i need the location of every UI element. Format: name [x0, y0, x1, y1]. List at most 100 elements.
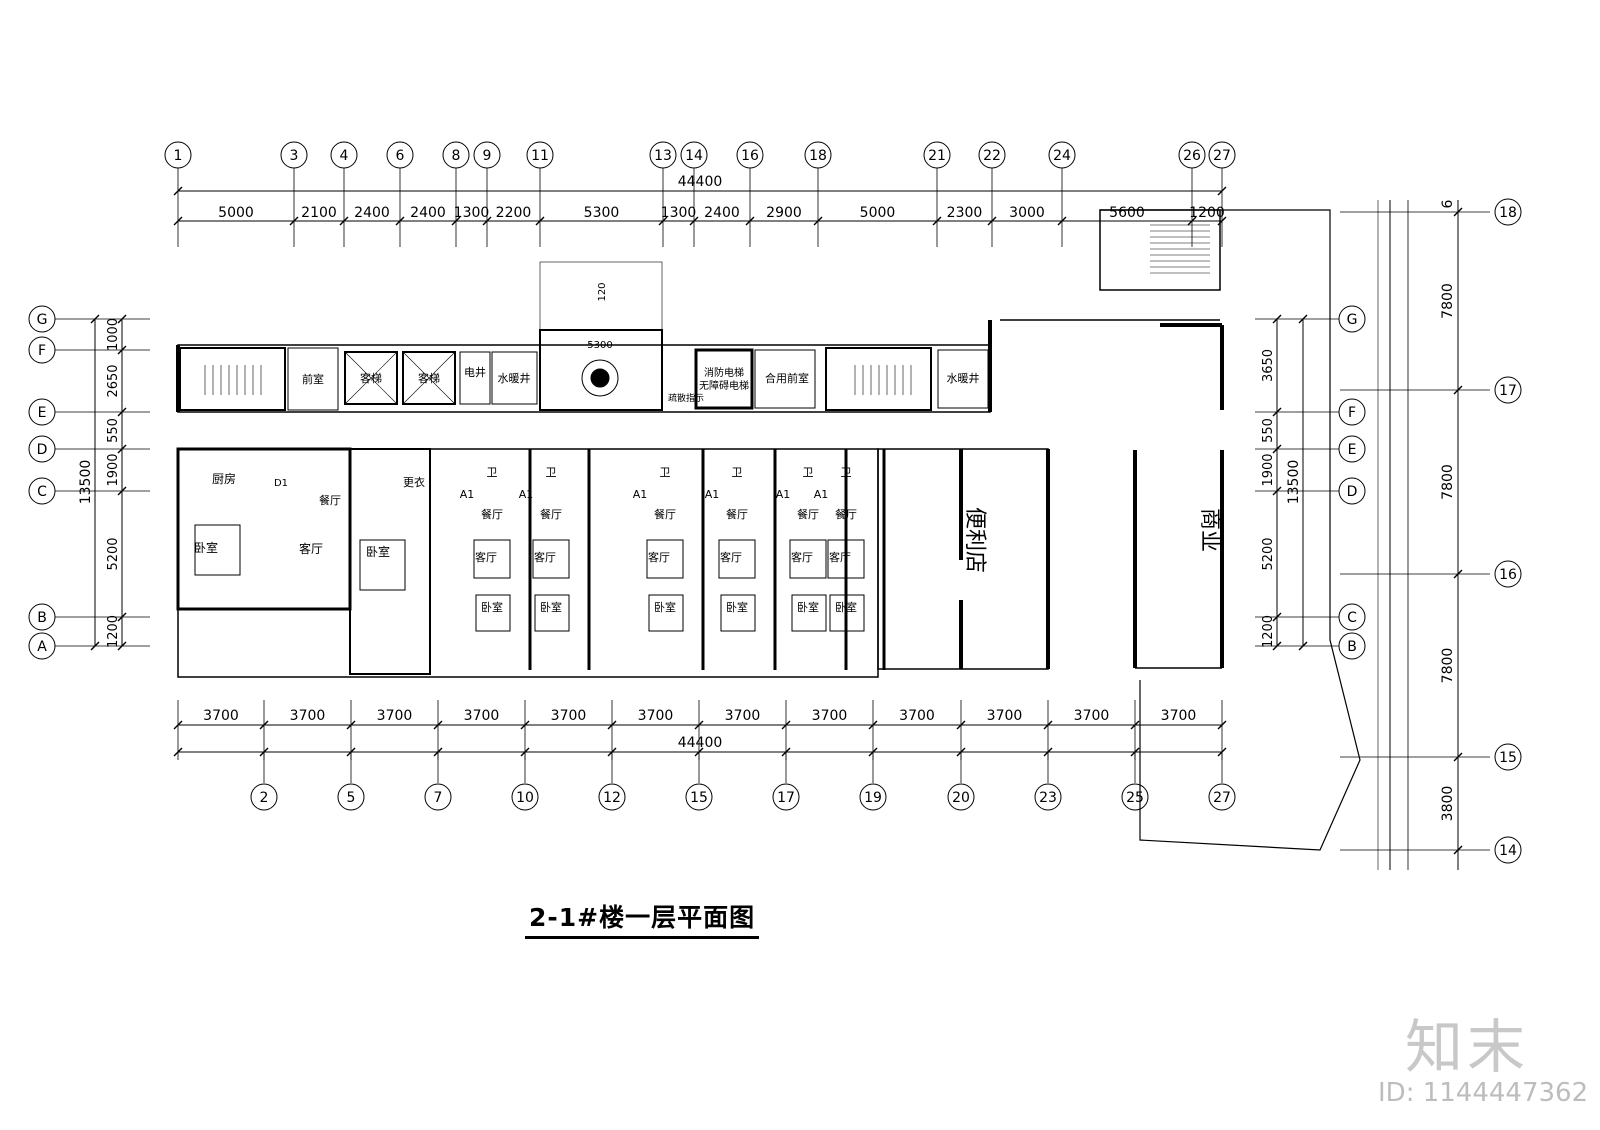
- right-axis-bubble-E-circle: [1338, 435, 1366, 463]
- top-axis-bubble-14-circle: [680, 141, 708, 169]
- right-axis-bubble-F-circle: [1338, 398, 1366, 426]
- dimension-tick: [1057, 216, 1067, 226]
- dimension-tick: [1453, 569, 1463, 579]
- room-label-fire-elevator: 消防电梯: [704, 366, 744, 379]
- elevator-1-cross: [344, 351, 398, 405]
- unit-bed: [791, 594, 827, 632]
- top-axis-bubble-21-circle: [923, 141, 951, 169]
- top-segment-dimension: 5300: [584, 205, 620, 221]
- dimension-tick: [694, 720, 704, 730]
- room-label-water-shaft-2: 水暖井: [947, 371, 980, 385]
- top-axis-bubble-8-label: 8: [452, 148, 461, 164]
- unit-label-bath: 卫: [841, 466, 852, 479]
- top-axis-bubble-13-circle: [649, 141, 677, 169]
- room-label-shared-front-room: 合用前室: [765, 371, 809, 385]
- left-axis-bubble-F-label: F: [38, 343, 46, 359]
- top-axis-bubble-16-circle: [736, 141, 764, 169]
- left-axis-bubble-G-label: G: [37, 312, 48, 328]
- top-axis-bubble-11-circle: [526, 141, 554, 169]
- top-axis-bubble-8-circle: [442, 141, 470, 169]
- top-segment-dimension: 2300: [947, 205, 983, 221]
- right-axis-bubble-F-label: F: [1348, 405, 1356, 421]
- left-segment-dimension: 5200: [106, 537, 121, 570]
- dimension-tick: [1272, 444, 1282, 454]
- right-segment-dimension: 1200: [1261, 615, 1276, 648]
- dimension-tick: [1043, 720, 1053, 730]
- top-axis-bubble-1-circle: [164, 141, 192, 169]
- far-right-axis-bubble-15-circle: [1494, 743, 1522, 771]
- dimension-tick: [90, 641, 100, 651]
- bottom-axis-bubble-15-circle: [685, 783, 713, 811]
- bottom-axis-bubble-19-circle: [859, 783, 887, 811]
- bottom-axis-bubble-19-label: 19: [864, 790, 882, 806]
- elevator-2-cross: [402, 351, 456, 405]
- room-label-barrier-free-elevator: 无障碍电梯: [699, 379, 749, 392]
- unit-label-bed: 卧室: [726, 600, 748, 614]
- unit-label-tag: A1: [814, 488, 829, 501]
- dimension-tick: [173, 720, 183, 730]
- dimension-tick: [1453, 752, 1463, 762]
- room-label-kitchen: 厨房: [212, 471, 236, 486]
- unit-label-tag: A1: [705, 488, 720, 501]
- far-right-axis-bubble-17-label: 17: [1499, 383, 1517, 399]
- unit-label-bath: 卫: [487, 466, 498, 479]
- dimension-tick: [173, 216, 183, 226]
- left-segment-dimension: 1900: [106, 453, 121, 486]
- top-axis-bubble-3-circle: [280, 141, 308, 169]
- room-label-elevator-1: 客梯: [360, 371, 382, 385]
- left-total-dimension: 13500: [78, 460, 94, 505]
- dimension-tick: [339, 216, 349, 226]
- unit-label-bed: 卧室: [481, 600, 503, 614]
- top-axis-bubble-6-circle: [386, 141, 414, 169]
- bottom-segment-dimension: 3700: [812, 708, 848, 724]
- bottom-axis-bubble-7-label: 7: [434, 790, 443, 806]
- top-axis-bubble-18-label: 18: [809, 148, 827, 164]
- top-axis-bubble-11-label: 11: [531, 148, 549, 164]
- room-label-front-room: 前室: [302, 372, 324, 386]
- top-axis-bubble-9-label: 9: [483, 148, 492, 164]
- dimension-tick: [781, 720, 791, 730]
- dimension-tick: [117, 314, 127, 324]
- unit-label-tag: A1: [776, 488, 791, 501]
- right-segment-dimension: 3650: [1261, 349, 1276, 382]
- top-axis-bubble-9-circle: [473, 141, 501, 169]
- room-label-commercial: 商业: [1197, 508, 1222, 552]
- unit-bed: [648, 594, 684, 632]
- bottom-axis-bubble-10-label: 10: [516, 790, 534, 806]
- unit-label-dining: 餐厅: [797, 507, 819, 521]
- dimension-tick: [689, 216, 699, 226]
- lobby-ornament: [581, 359, 619, 397]
- bottom-segment-dimension: 3700: [1074, 708, 1110, 724]
- unit-label-dining: 餐厅: [481, 507, 503, 521]
- room-label-layer: 前室客梯客梯电井水暖井5300120疏散指示消防电梯无障碍电梯合用前室水暖井厨房…: [194, 282, 1222, 614]
- dimension-tick: [956, 720, 966, 730]
- room-label-living: 客厅: [299, 541, 323, 556]
- east-building-edge: [1100, 209, 1361, 851]
- top-axis-bubble-21-label: 21: [928, 148, 946, 164]
- bottom-axis-bubble-27-circle: [1208, 783, 1236, 811]
- bottom-axis-bubble-12-label: 12: [603, 790, 621, 806]
- unit-label-living: 客厅: [829, 550, 851, 564]
- top-axis-bubble-13-label: 13: [654, 148, 672, 164]
- top-segment-dimension: 2400: [354, 205, 390, 221]
- left-segment-dimension: 2650: [106, 364, 121, 397]
- bottom-axis-bubble-27-label: 27: [1213, 790, 1231, 806]
- left-axis-bubble-C-circle: [28, 477, 56, 505]
- east-stair: [1099, 209, 1221, 291]
- dimension-tick: [451, 216, 461, 226]
- unit-label-bed: 卧室: [654, 600, 676, 614]
- bottom-segment-dimension: 3700: [987, 708, 1023, 724]
- core-band-outline: [177, 344, 991, 413]
- top-axis-bubble-3-label: 3: [290, 148, 299, 164]
- dimension-tick: [1272, 407, 1282, 417]
- top-segment-dimension: 5000: [860, 205, 896, 221]
- bottom-axis-bubble-12-circle: [598, 783, 626, 811]
- unit-label-living: 客厅: [720, 550, 742, 564]
- bottom-axis-bubble-25-circle: [1121, 783, 1149, 811]
- dimension-tick: [813, 216, 823, 226]
- dimension-tick: [868, 720, 878, 730]
- dimension-tick: [482, 216, 492, 226]
- unit-sofa: [718, 539, 756, 579]
